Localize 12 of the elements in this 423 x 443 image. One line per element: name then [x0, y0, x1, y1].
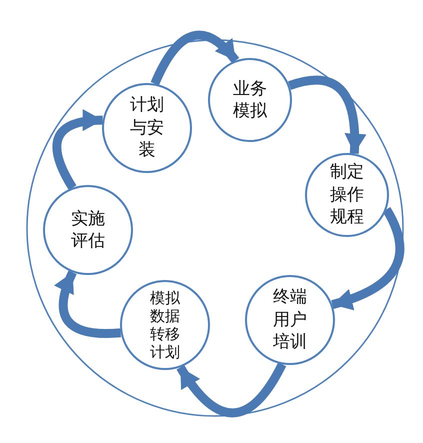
- step-label: 终端用户培训: [272, 286, 308, 354]
- step-label: 计划与安装: [129, 94, 165, 162]
- curved-arrow: [331, 207, 404, 310]
- curved-arrow: [176, 362, 286, 418]
- curved-arrow: [54, 270, 121, 338]
- step-label: 制定操作规程: [329, 161, 365, 229]
- curved-arrow: [52, 110, 103, 190]
- step-label: 业务模拟: [232, 78, 268, 122]
- curved-arrow: [150, 30, 240, 86]
- step-label: 实施评估: [70, 208, 106, 252]
- step-label: 模拟数据转移计划: [149, 289, 181, 361]
- curved-arrow: [288, 76, 366, 154]
